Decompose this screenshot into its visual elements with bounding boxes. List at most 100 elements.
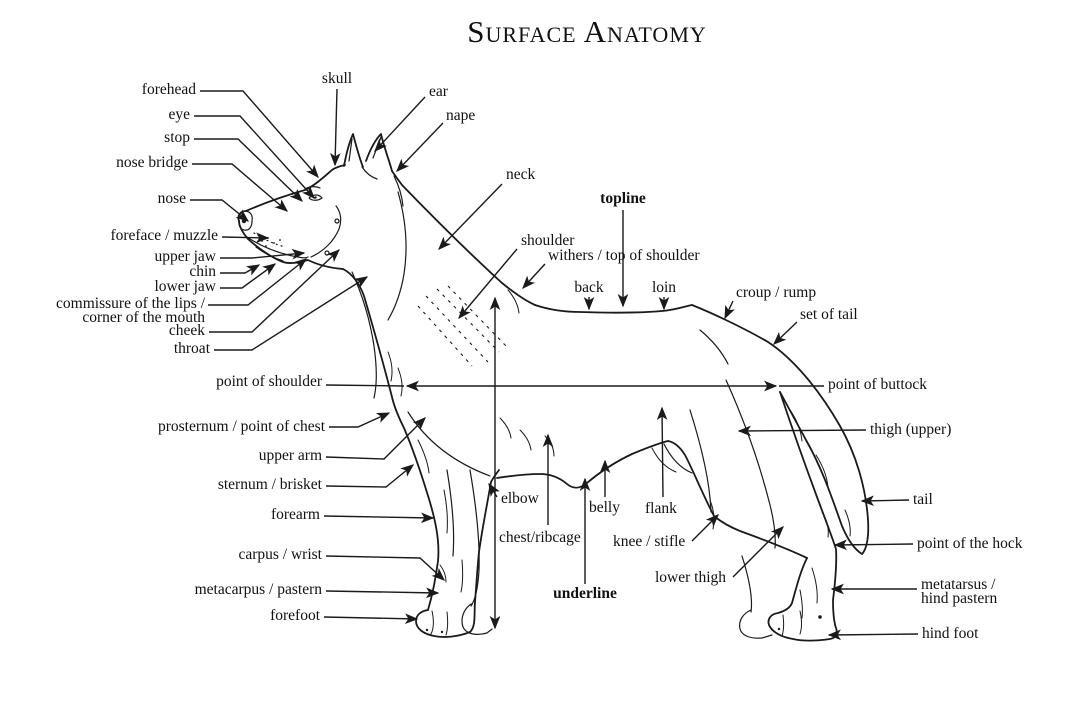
leader-line-prosternum (329, 412, 391, 428)
label-withers: withers / top of shoulder (548, 247, 700, 264)
dog-shoulder-hatching (417, 285, 507, 367)
dog-outline (237, 133, 870, 642)
label-underline: underline (553, 585, 617, 602)
label-forefoot: forefoot (270, 607, 321, 624)
dog-foreleg-front-chest (342, 268, 440, 611)
label-hind-foot: hind foot (922, 625, 979, 642)
label-carpus: carpus / wrist (238, 546, 322, 563)
dog-cheek-arc (310, 205, 342, 258)
leader-line-forearm (323, 512, 435, 524)
diagram-title: Surface Anatomy (467, 14, 707, 49)
label-chest-ribcage: chest/ribcage (499, 529, 581, 546)
leader-line-point-of-hock (833, 539, 914, 551)
leader-line-upper-jaw (220, 248, 306, 260)
label-foreface: foreface / muzzle (110, 227, 218, 244)
leader-line-nose-bridge (192, 163, 289, 212)
leader-line-foreface (221, 232, 270, 244)
label-metatarsus-line1: metatarsus / (921, 576, 996, 593)
label-knee-stifle: knee / stifle (613, 533, 685, 550)
dog-belly (496, 440, 669, 489)
label-point-of-shoulder: point of shoulder (216, 373, 323, 390)
dog-far-forefoot (461, 603, 493, 635)
label-commissure-line1: commissure of the lips / (56, 295, 206, 312)
leader-line-set-of-tail (773, 321, 798, 345)
leader-line-metacarpus (325, 587, 440, 599)
leader-line-forehead (200, 90, 319, 179)
leader-line-skull (329, 88, 341, 167)
label-nose: nose (158, 190, 187, 207)
length-measure-arrow (325, 380, 824, 392)
leader-line-lower-thigh (732, 526, 784, 578)
label-thigh-upper: thigh (upper) (870, 421, 951, 438)
leader-line-elbow (488, 482, 500, 498)
label-upper-jaw: upper jaw (154, 248, 216, 265)
label-set-of-tail: set of tail (800, 306, 858, 323)
dog-tail-inner (779, 391, 863, 555)
label-chin: chin (189, 263, 216, 280)
dog-croup-tail-outer (691, 304, 870, 555)
leader-line-withers (522, 263, 546, 289)
label-loin: loin (652, 279, 676, 296)
leader-line-nose (190, 199, 250, 222)
leader-line-knee-stifle (691, 514, 719, 542)
dog-far-hindfoot (739, 609, 773, 639)
dog-jaw (238, 220, 344, 270)
label-lower-thigh: lower thigh (655, 569, 726, 586)
leader-line-eye (194, 115, 315, 199)
label-forehead: forehead (142, 81, 196, 98)
label-point-of-buttock: point of buttock (828, 376, 927, 393)
leader-line-thigh-upper (737, 425, 867, 437)
label-cheek: cheek (169, 322, 205, 339)
dog-far-ear (365, 133, 393, 172)
dog-fur-strokes (387, 289, 851, 637)
label-nose-bridge: nose bridge (116, 154, 188, 171)
label-flank: flank (645, 500, 677, 517)
label-eye: eye (168, 106, 190, 123)
leader-line-stop (194, 138, 303, 202)
leader-line-neck (438, 183, 503, 250)
leader-line-carpus (325, 555, 445, 581)
dog-near-ear (343, 133, 364, 168)
leader-line-cheek (209, 249, 340, 333)
leader-line-nape (396, 122, 444, 172)
label-commissure-line2: corner of the mouth (82, 309, 205, 326)
label-forearm: forearm (271, 506, 320, 523)
label-lower-jaw: lower jaw (154, 278, 216, 295)
dog-hind-leg (767, 391, 838, 642)
label-ear: ear (429, 83, 449, 100)
leader-line-chin (220, 264, 261, 276)
dog-illustration (237, 133, 870, 642)
leader-line-flank (656, 406, 668, 498)
label-neck: neck (506, 166, 536, 183)
label-back: back (574, 279, 604, 296)
label-sternum: sternum / brisket (218, 476, 323, 493)
leader-line-lower-jaw (220, 263, 277, 289)
leader-line-tail (860, 495, 910, 507)
label-shoulder: shoulder (521, 232, 575, 249)
leader-line-hind-foot (827, 629, 919, 641)
label-metacarpus: metacarpus / pastern (195, 581, 323, 598)
dog-far-hindleg (741, 555, 753, 613)
leader-line-ear (374, 96, 426, 152)
dog-lower-thigh (667, 440, 808, 559)
label-skull: skull (322, 70, 352, 87)
leader-line-throat (214, 276, 369, 351)
label-prosternum: prosternum / point of chest (158, 418, 326, 435)
label-stop: stop (164, 129, 190, 146)
leader-lines (190, 88, 919, 641)
label-tail: tail (913, 491, 933, 508)
label-throat: throat (174, 340, 211, 357)
leader-line-commissure (208, 258, 308, 306)
labels: forehead eye stop nose bridge nose foref… (56, 70, 1023, 642)
leader-line-sternum (325, 464, 415, 488)
label-upper-arm: upper arm (259, 447, 322, 464)
dog-far-foreleg (469, 469, 480, 607)
label-belly: belly (589, 499, 620, 516)
label-metatarsus-line2: hind pastern (921, 590, 997, 607)
leader-line-upper-arm (325, 417, 426, 460)
dog-back-topline (534, 304, 693, 314)
dog-neck-back (391, 170, 536, 306)
label-croup: croup / rump (736, 284, 816, 301)
